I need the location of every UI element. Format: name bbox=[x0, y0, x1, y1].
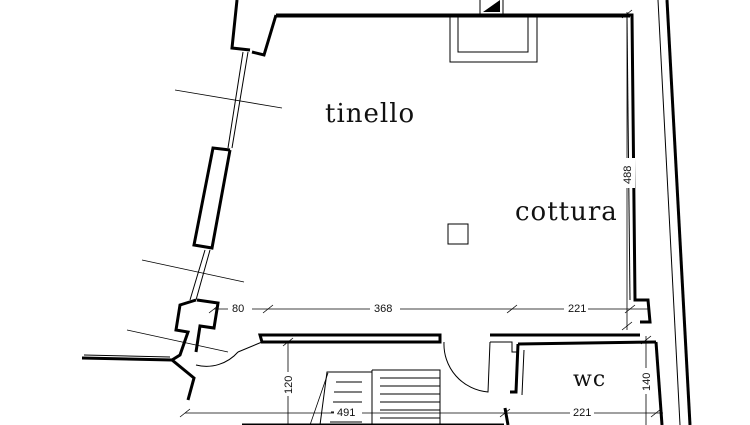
dim-label-221-top: 221 bbox=[568, 303, 586, 315]
dim-ticks-120 bbox=[282, 337, 294, 347]
column bbox=[447, 223, 469, 245]
wc-wall-top bbox=[517, 340, 657, 346]
chimney-flue-frame bbox=[479, 0, 504, 15]
partition-wall-mid-inner bbox=[490, 341, 518, 353]
chimney-flue-icon bbox=[483, 0, 500, 12]
wc-wall-left-inner bbox=[521, 349, 525, 396]
left-wall-window2 bbox=[189, 249, 211, 301]
left-wall-jamb bbox=[194, 298, 220, 353]
left-wall-window1 bbox=[227, 51, 249, 149]
left-wall-corner bbox=[81, 356, 196, 401]
window-hatch-1 bbox=[174, 89, 283, 109]
partition-wall-left bbox=[258, 333, 442, 344]
dim-label-488: 488 bbox=[622, 166, 634, 184]
room-label-wc: wc bbox=[573, 367, 606, 392]
wc-wall-left bbox=[510, 343, 520, 394]
dim-ticks-140 bbox=[640, 335, 652, 345]
chimney-outer bbox=[449, 15, 538, 63]
left-wall-lower bbox=[171, 298, 197, 362]
right-boundary-wall bbox=[665, 0, 692, 425]
left-wall-upper bbox=[251, 14, 278, 57]
door-swing-center bbox=[443, 341, 491, 393]
chimney-inner bbox=[457, 17, 529, 53]
dim-label-221-bottom: 221 bbox=[573, 407, 591, 419]
room-label-tinello: tinello bbox=[325, 99, 415, 129]
window-hatch-3 bbox=[126, 329, 229, 353]
window-hatch-2 bbox=[141, 259, 245, 283]
dim-label-80: 80 bbox=[232, 303, 244, 315]
dim-label-491: 491 bbox=[337, 407, 355, 419]
staircase bbox=[309, 369, 441, 425]
main-room-walls bbox=[276, 13, 652, 324]
dim-label-368: 368 bbox=[374, 303, 392, 315]
wc-wall-right bbox=[654, 341, 664, 425]
dim-ticks-bottom bbox=[179, 408, 662, 418]
dim-ticks-488 bbox=[621, 9, 633, 331]
room-label-cottura: cottura bbox=[515, 197, 618, 227]
left-wall-corner-inner bbox=[83, 354, 171, 358]
left-wall-top-stub bbox=[230, 0, 251, 52]
left-wall-pier bbox=[192, 146, 232, 250]
dim-label-120: 120 bbox=[283, 376, 295, 394]
bottom-wall-right bbox=[503, 407, 510, 425]
dim-label-140: 140 bbox=[641, 373, 653, 391]
right-boundary-inner bbox=[657, 0, 681, 425]
door-swing-left bbox=[195, 341, 263, 367]
dim-ticks-top bbox=[208, 304, 636, 314]
